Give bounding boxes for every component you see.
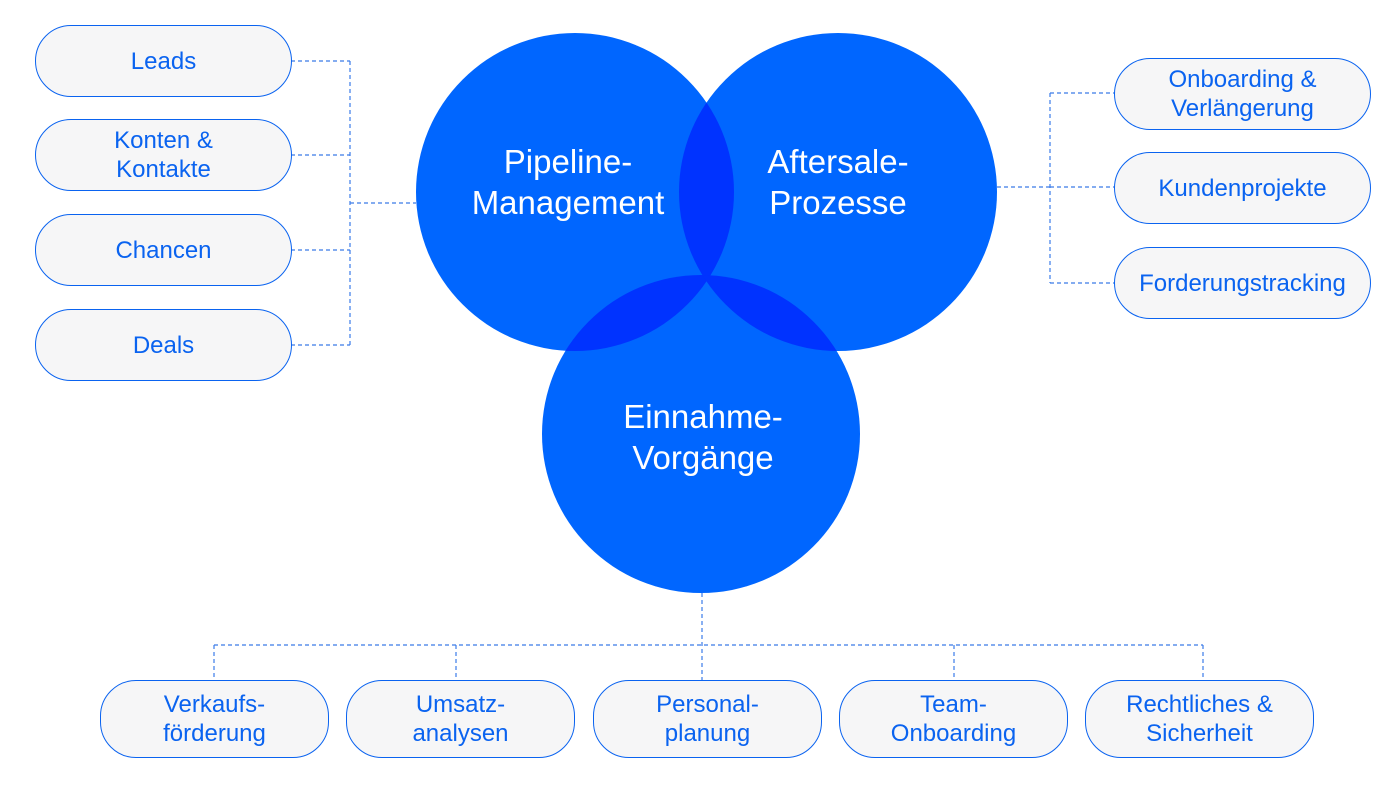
circle-label-revenue: Einnahme- Vorgänge	[623, 398, 783, 476]
bottom-connectors	[213, 593, 1204, 681]
right-item-kundenprojekte: Kundenprojekte	[1114, 152, 1371, 224]
bottom-item-team-onboarding: Team- Onboarding	[839, 680, 1068, 758]
left-item-konten-kontakte: Konten & Kontakte	[35, 119, 292, 191]
right-connectors	[997, 92, 1115, 284]
left-item-deals: Deals	[35, 309, 292, 381]
left-connectors	[291, 60, 416, 346]
right-item-forderungstracking: Forderungstracking	[1114, 247, 1371, 319]
bottom-item-verkaufsfoerderung: Verkaufs- förderung	[100, 680, 329, 758]
bottom-item-umsatzanalysen: Umsatz- analysen	[346, 680, 575, 758]
right-item-onboarding: Onboarding & Verlängerung	[1114, 58, 1371, 130]
left-item-leads: Leads	[35, 25, 292, 97]
left-item-chancen: Chancen	[35, 214, 292, 286]
bottom-item-rechtliches-sicherheit: Rechtliches & Sicherheit	[1085, 680, 1314, 758]
circle-pipeline	[416, 33, 734, 351]
circle-label-pipeline: Pipeline- Management	[471, 143, 665, 221]
circle-label-aftersale: Aftersale- Prozesse	[767, 143, 909, 221]
circle-aftersale	[679, 33, 997, 351]
circle-revenue	[542, 275, 860, 593]
bottom-item-personalplanung: Personal- planung	[593, 680, 822, 758]
